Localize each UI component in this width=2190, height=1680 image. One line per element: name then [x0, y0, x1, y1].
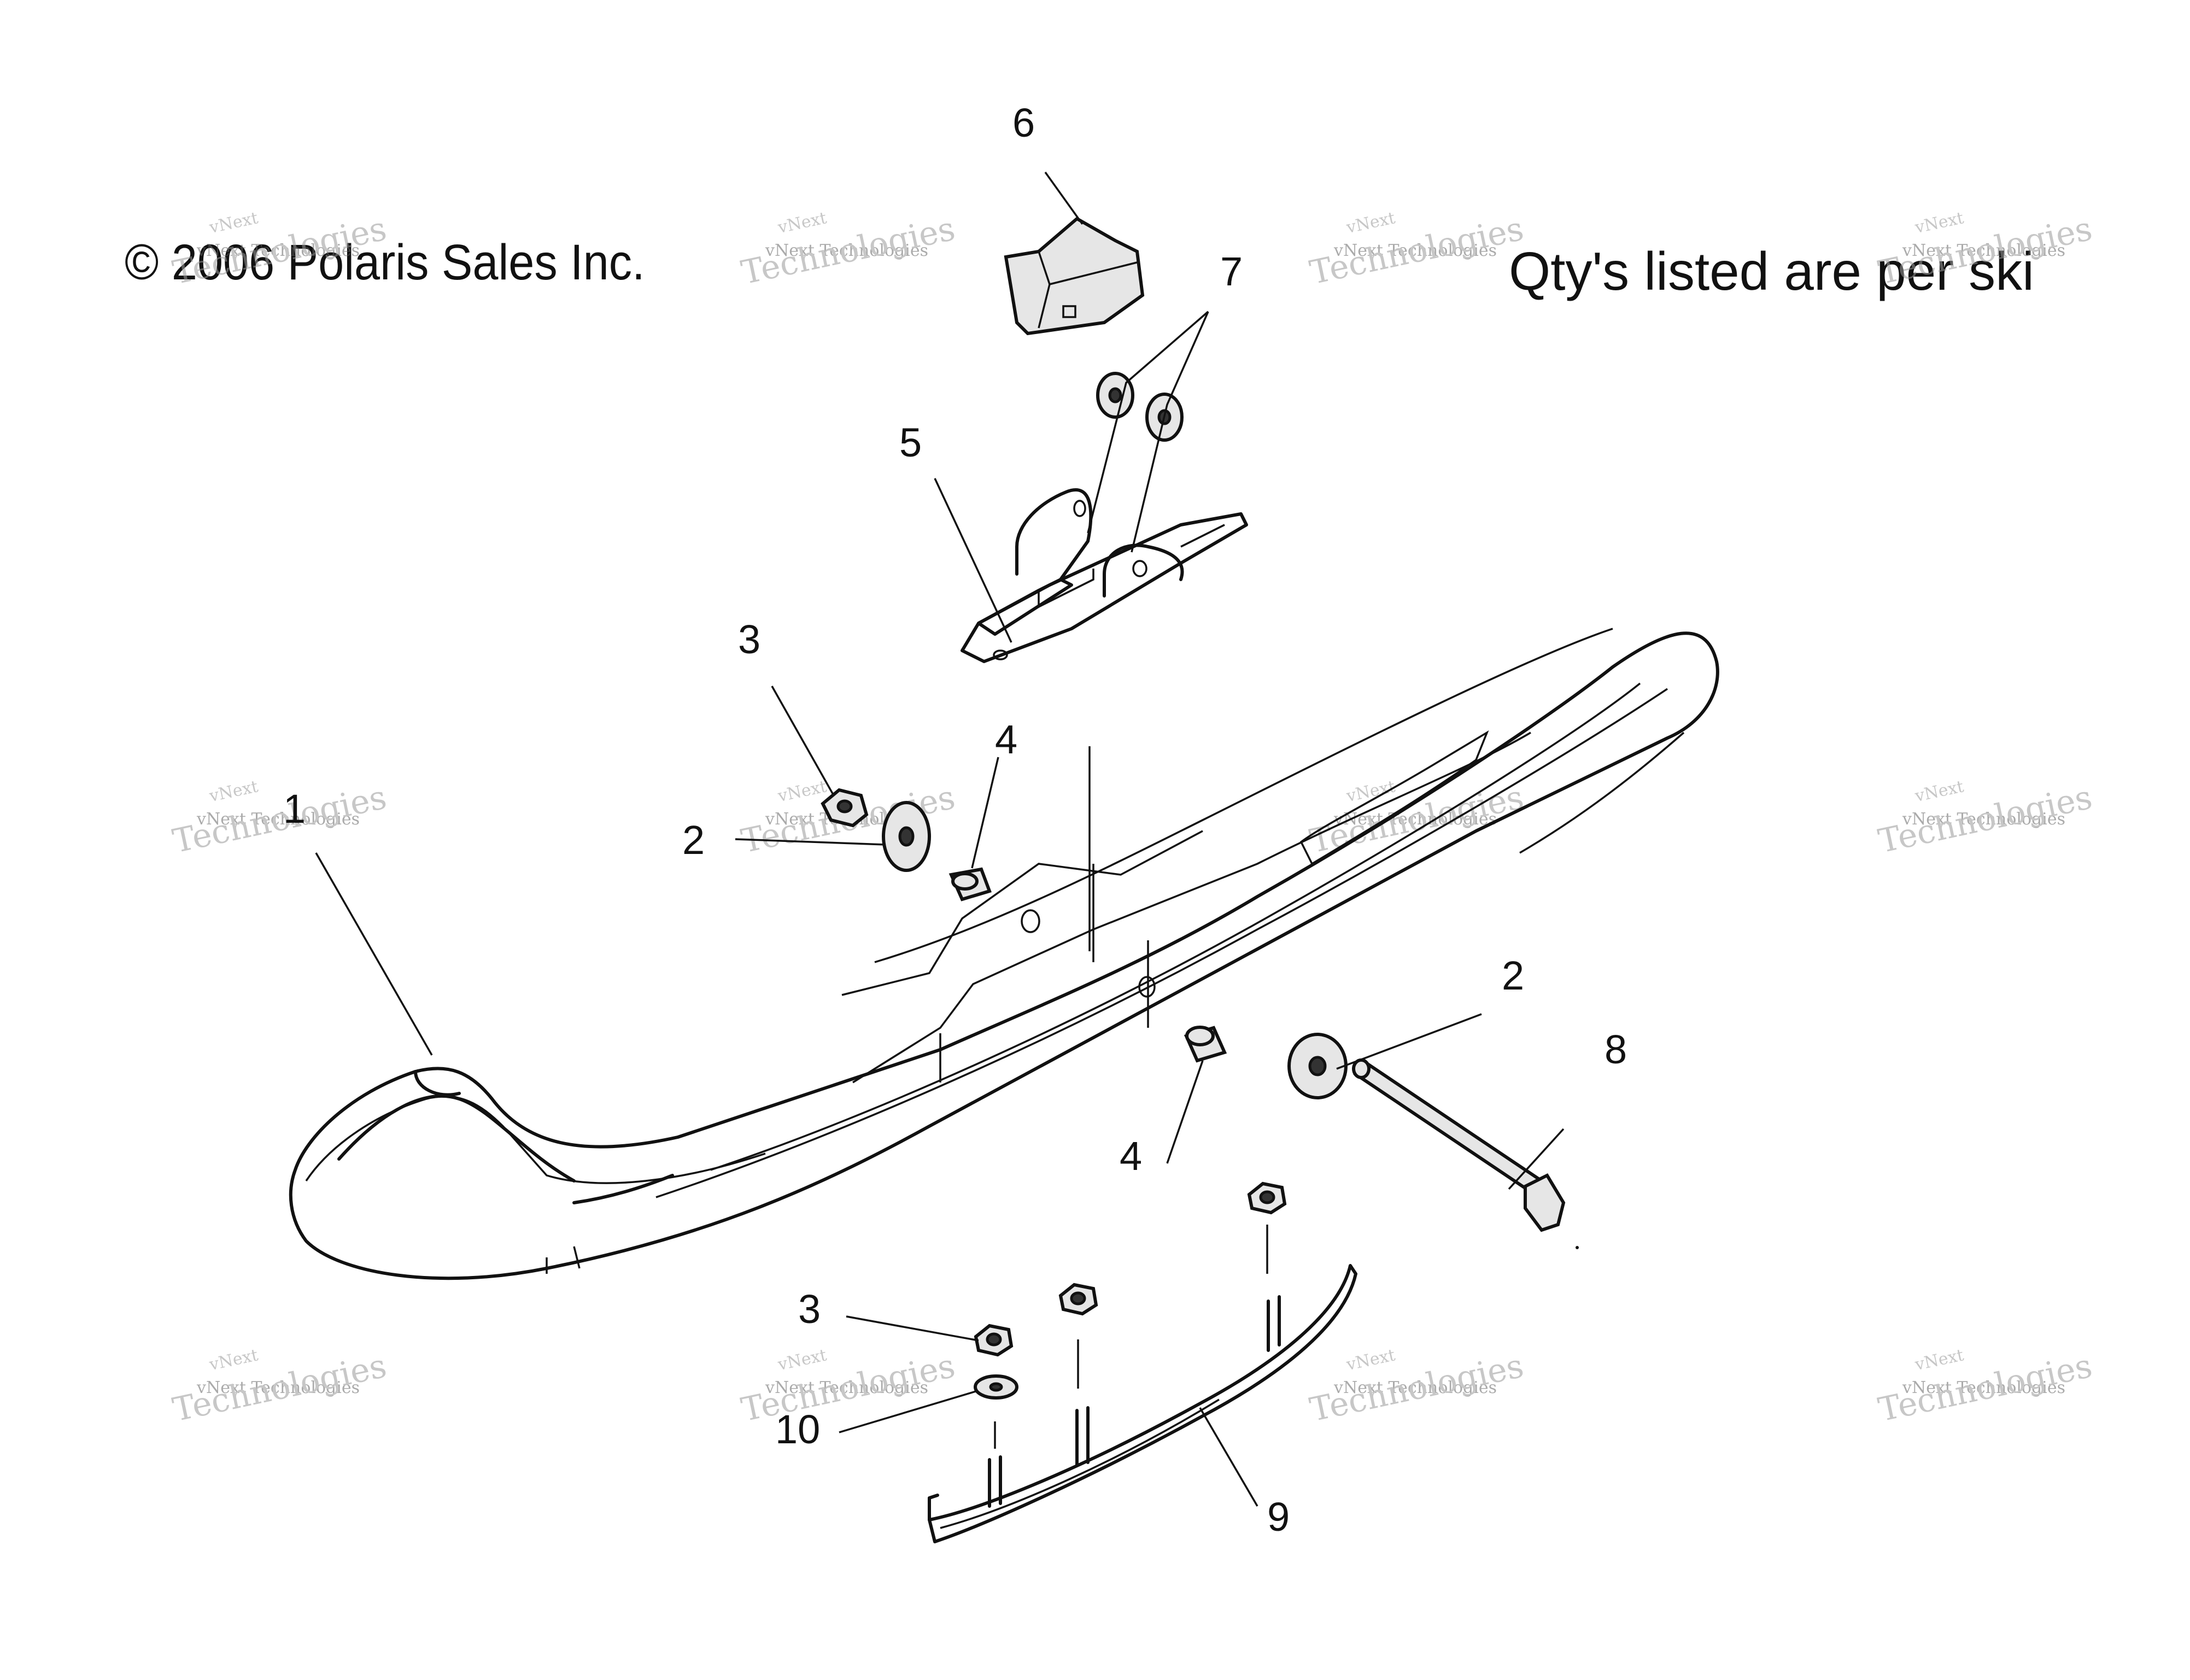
nut-lower-1 — [974, 1324, 1014, 1357]
callout-3-upper: 3 — [738, 617, 760, 662]
watermark-line2: vNext Technologies — [765, 1378, 929, 1397]
watermark-line2: vNext Technologies — [197, 1378, 360, 1397]
nut-lower-2 — [1058, 1283, 1098, 1316]
watermark: vNext vNext Technologies Technologies — [1875, 1345, 2095, 1430]
callout-4-lower: 4 — [1120, 1133, 1142, 1179]
watermark: vNext vNext Technologies Technologies — [169, 1345, 390, 1430]
callout-2-lower: 2 — [1502, 953, 1524, 998]
watermark-line2: vNext Technologies — [765, 241, 929, 260]
washer-set-7 — [1096, 372, 1184, 442]
watermark: vNext vNext Technologies Technologies — [169, 777, 390, 862]
watermark-line2: vNext Technologies — [1334, 810, 1497, 829]
washer-lower — [1287, 1033, 1348, 1099]
nut-lower-3 — [1247, 1181, 1287, 1215]
wear-bar — [928, 1264, 1357, 1543]
watermark: vNext vNext Technologies Technologies — [169, 208, 390, 293]
callout-5: 5 — [899, 420, 922, 465]
callout-10: 10 — [775, 1407, 820, 1452]
watermark: vNext vNext Technologies Technologies — [1875, 777, 2095, 862]
ski-saddle-bracket — [961, 488, 1248, 663]
callout-6: 6 — [1012, 100, 1035, 145]
ski-bolt — [1352, 1058, 1566, 1232]
watermark-line2: vNext Technologies — [1334, 241, 1497, 260]
watermark: vNext vNext Technologies Technologies — [738, 1345, 958, 1430]
watermark-line2: vNext Technologies — [1902, 241, 2066, 260]
callout-9: 9 — [1267, 1494, 1290, 1539]
watermark: vNext vNext Technologies Technologies — [738, 208, 958, 293]
callout-8: 8 — [1605, 1027, 1627, 1072]
watermark-line2: vNext Technologies — [1902, 810, 2066, 829]
nut-upper — [821, 788, 869, 828]
callout-4-upper: 4 — [995, 717, 1017, 762]
callout-3-lower: 3 — [798, 1286, 821, 1332]
quantity-note: Qty's listed are per ski — [1509, 241, 2034, 301]
watermark-line2: vNext Technologies — [1902, 1378, 2066, 1397]
ski-bumper — [1004, 216, 1145, 336]
copyright-text: © 2006 Polaris Sales Inc. — [125, 235, 645, 290]
watermark: vNext vNext Technologies Technologies — [1307, 208, 1527, 293]
callout-7: 7 — [1220, 249, 1243, 294]
small-washer-10 — [974, 1374, 1018, 1400]
bushing-lower — [1184, 1026, 1227, 1063]
callout-1: 1 — [283, 786, 306, 832]
stray-dot — [1576, 1246, 1579, 1249]
watermark: vNext vNext Technologies Technologies — [1875, 208, 2095, 293]
callout-2-upper: 2 — [682, 817, 705, 863]
watermark-line2: vNext Technologies — [197, 810, 360, 829]
watermark: vNext vNext Technologies Technologies — [1307, 1345, 1527, 1430]
bushing-upper — [948, 867, 992, 902]
watermark-line2: vNext Technologies — [197, 241, 360, 260]
ski-body — [289, 628, 1719, 1280]
leader-lines — [315, 171, 1565, 1507]
watermark-line2: vNext Technologies — [1334, 1378, 1497, 1397]
washer-upper — [882, 801, 931, 872]
watermark: vNext vNext Technologies Technologies — [1307, 777, 1527, 862]
